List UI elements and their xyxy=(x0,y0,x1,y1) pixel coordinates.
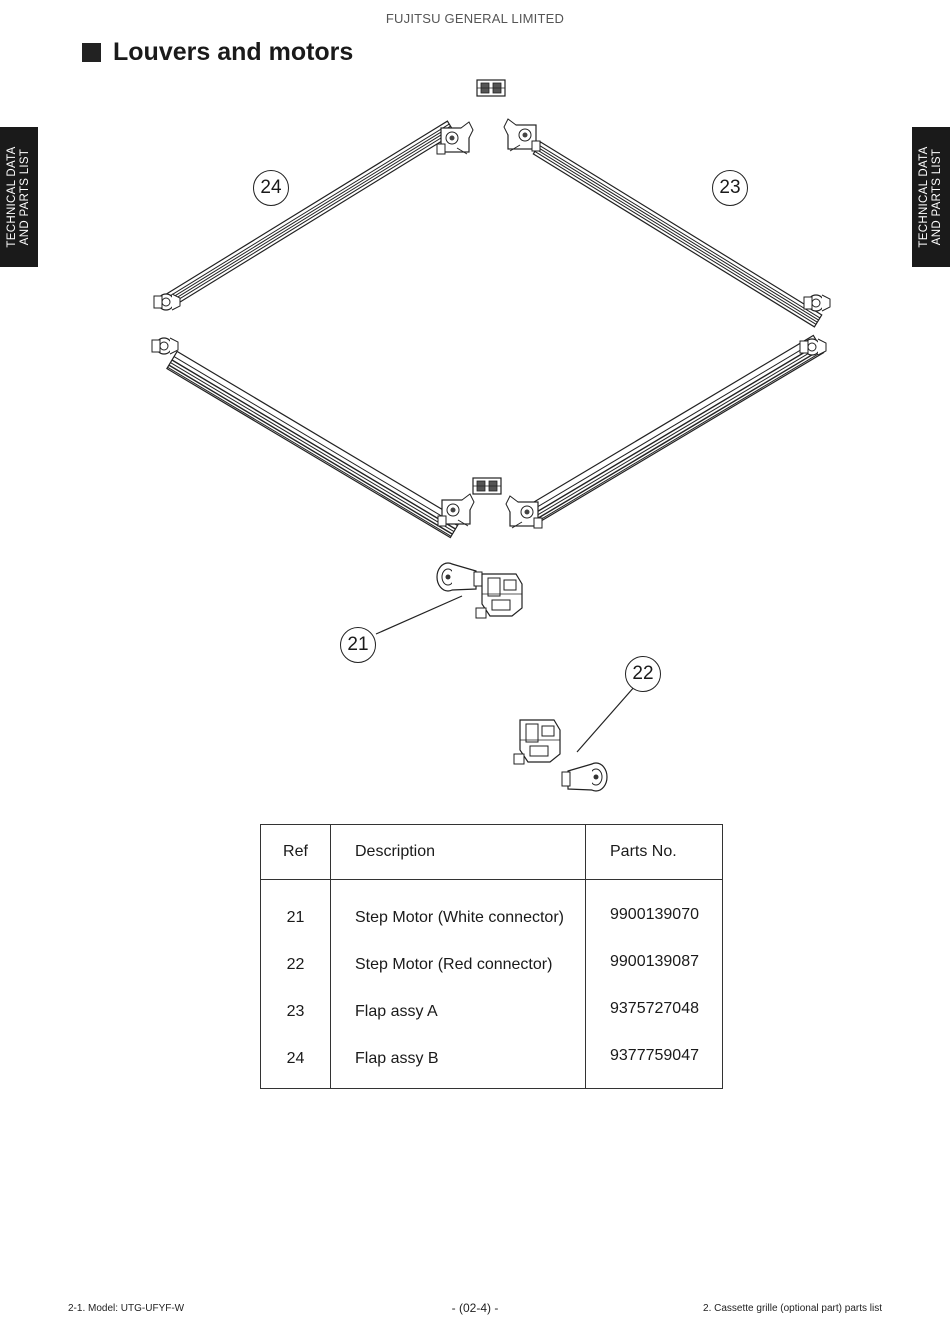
cell-parts-no: 9377759047 xyxy=(585,1032,723,1086)
cell-ref: 21 xyxy=(260,879,331,941)
section-title: Louvers and motors xyxy=(82,38,353,67)
table-row: 21 Step Motor (White connector) 99001390… xyxy=(260,876,723,941)
parts-table: Ref Description Parts No. 21 Step Motor … xyxy=(260,824,723,1089)
callout-21: 21 xyxy=(340,627,376,663)
cell-parts-no: 9900139087 xyxy=(585,938,723,985)
table-row: 23 Flap assy A 9375727048 xyxy=(260,985,723,1035)
footer-section: 2. Cassette grille (optional part) parts… xyxy=(703,1303,882,1314)
callout-23: 23 xyxy=(712,170,748,206)
cell-ref: 22 xyxy=(260,941,331,988)
table-row: 22 Step Motor (Red connector) 9900139087 xyxy=(260,938,723,988)
cell-description: Step Motor (White connector) xyxy=(330,879,586,941)
table-header-row: Ref Description Parts No. xyxy=(260,824,723,880)
cell-description: Step Motor (Red connector) xyxy=(330,941,586,988)
cell-parts-no: 9900139070 xyxy=(585,876,723,938)
company-header: FUJITSU GENERAL LIMITED xyxy=(385,11,565,26)
cell-ref: 24 xyxy=(260,1035,331,1089)
side-tab-right: TECHNICAL DATA AND PARTS LIST xyxy=(912,127,950,267)
header-description: Description xyxy=(330,824,586,880)
footer-page-number: - (02-4) - xyxy=(451,1301,499,1315)
cell-ref: 23 xyxy=(260,988,331,1035)
header-parts-no: Parts No. xyxy=(585,824,723,880)
cell-description: Flap assy B xyxy=(330,1035,586,1089)
section-marker-icon xyxy=(82,43,101,62)
cell-description: Flap assy A xyxy=(330,988,586,1035)
cell-parts-no: 9375727048 xyxy=(585,985,723,1032)
table-row: 24 Flap assy B 9377759047 xyxy=(260,1032,723,1089)
header-ref: Ref xyxy=(260,824,331,880)
louver-exploded-diagram xyxy=(151,79,831,792)
side-tab-left: TECHNICAL DATA AND PARTS LIST xyxy=(0,127,38,267)
callout-24: 24 xyxy=(253,170,289,206)
section-title-text: Louvers and motors xyxy=(113,38,354,66)
callout-22: 22 xyxy=(625,656,661,692)
footer-model: 2-1. Model: UTG-UFYF-W xyxy=(68,1303,185,1314)
